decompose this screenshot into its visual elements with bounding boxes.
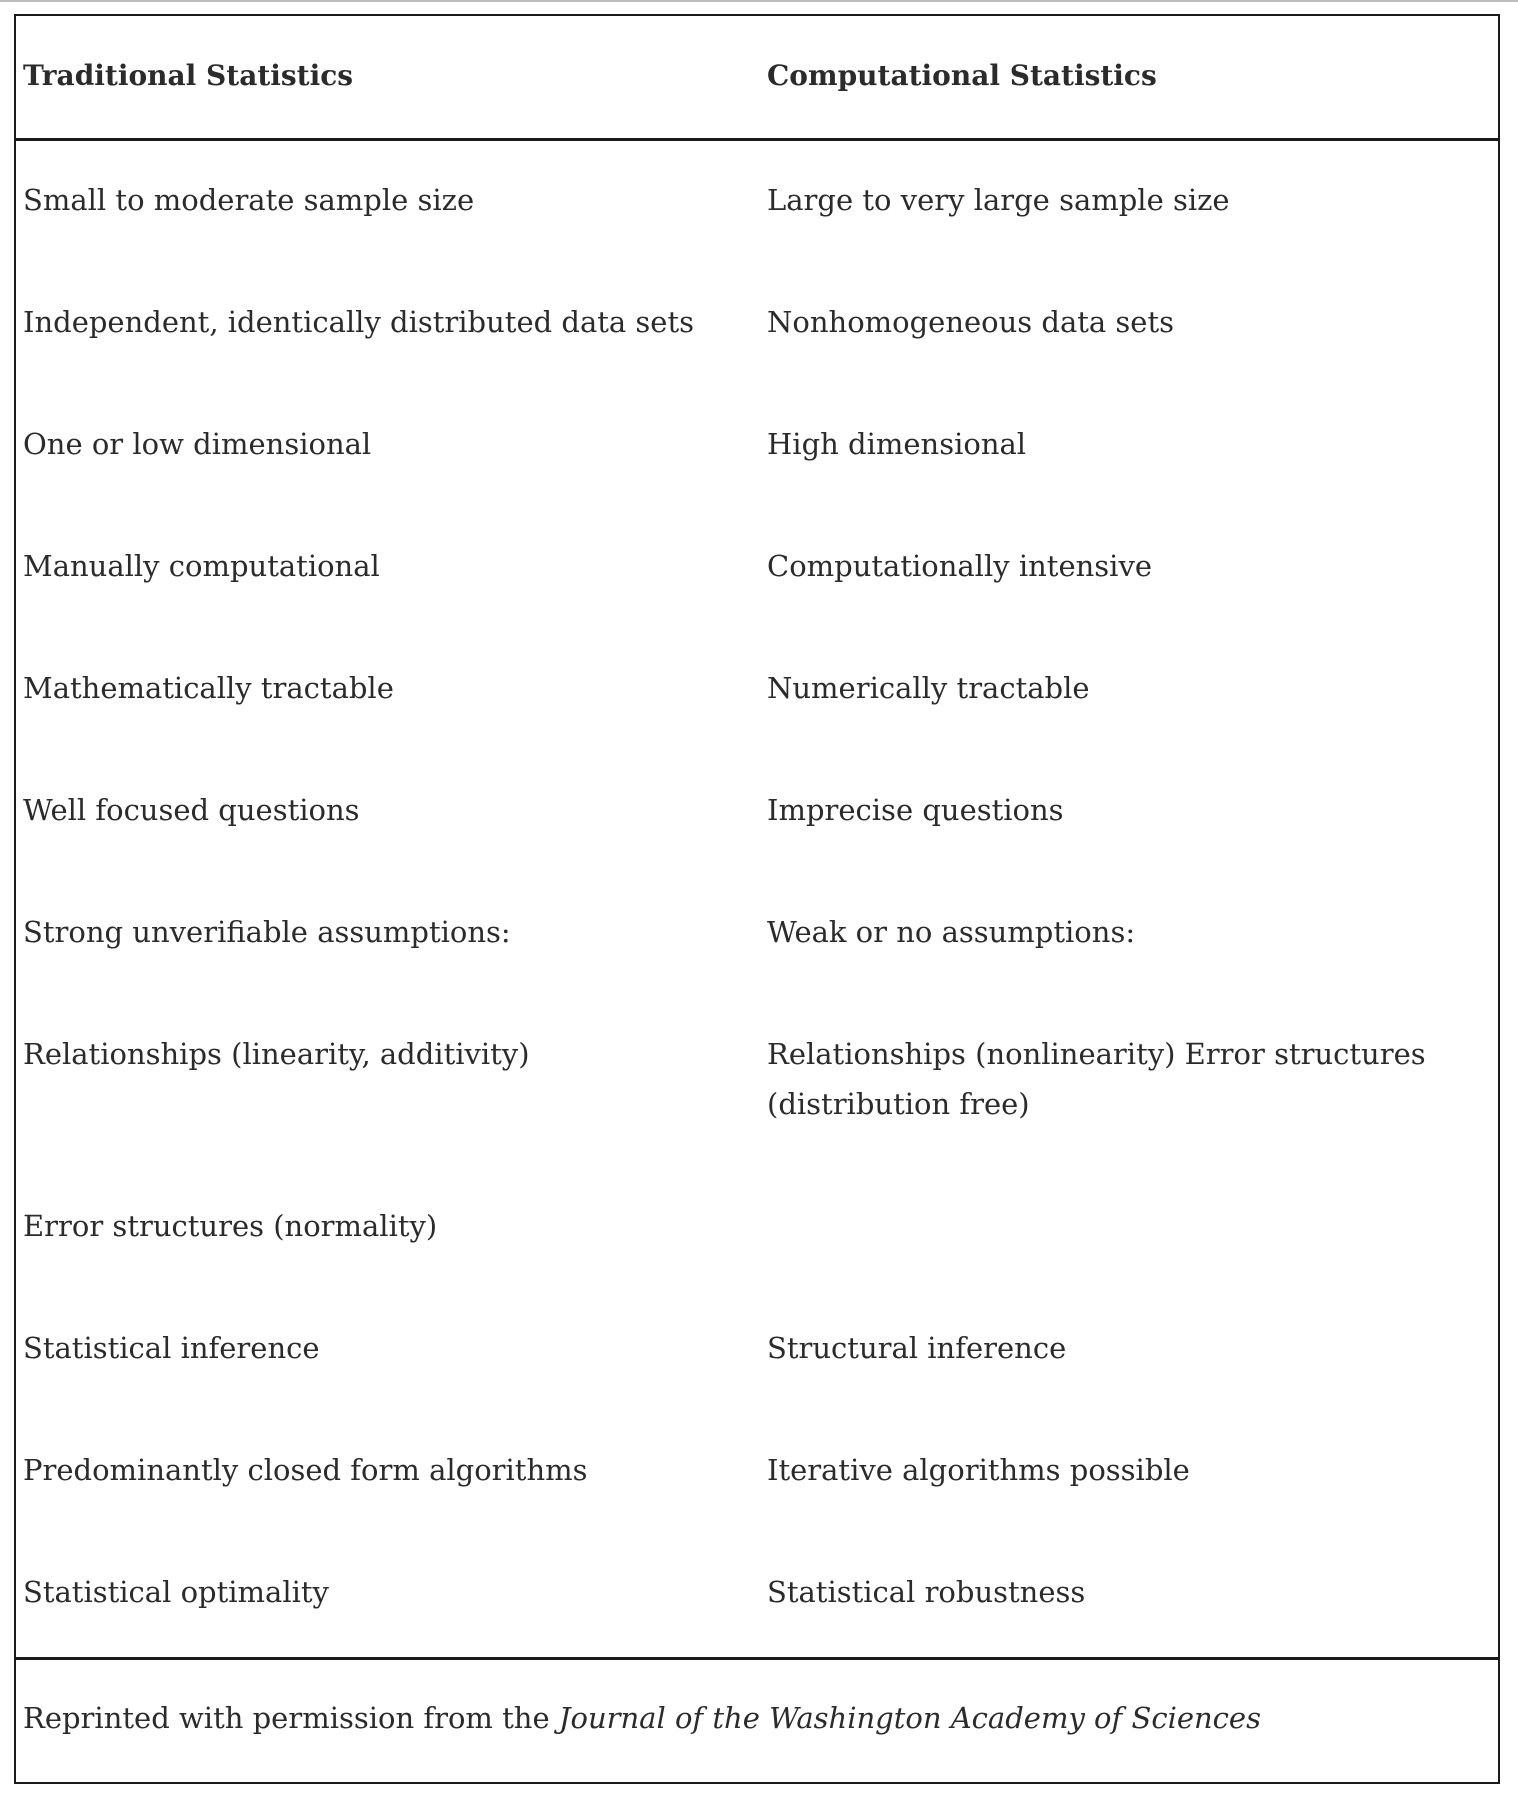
cell-computational: Weak or no assumptions: <box>767 915 1136 949</box>
footer-source: Journal of the Washington Academy of Sci… <box>558 1701 1261 1735</box>
table-footer-note: Reprinted with permission from the Journ… <box>23 1693 1261 1743</box>
cell-computational: Numerically tractable <box>767 671 1090 705</box>
cell-traditional: Strong unverifiable assumptions: <box>23 915 511 949</box>
cell-traditional: Small to moderate sample size <box>23 183 475 217</box>
header-traditional: Traditional Statistics <box>23 59 354 92</box>
footer-divider <box>16 1657 1498 1660</box>
comparison-table: Traditional Statistics Computational Sta… <box>14 14 1500 1784</box>
cell-computational: Relationships (nonlinearity) Error struc… <box>767 1037 1426 1121</box>
cell-traditional: Relationships (linearity, additivity) <box>23 1037 530 1071</box>
cell-traditional: Manually computational <box>23 549 380 583</box>
cell-computational: Nonhomogeneous data sets <box>767 305 1175 339</box>
cell-traditional: Predominantly closed form algorithms <box>23 1453 588 1487</box>
cell-computational: Large to very large sample size <box>767 183 1230 217</box>
cell-traditional: One or low dimensional <box>23 427 372 461</box>
cell-traditional: Mathematically tractable <box>23 671 394 705</box>
cell-traditional: Statistical optimality <box>23 1575 329 1609</box>
cell-traditional: Statistical inference <box>23 1331 320 1365</box>
cell-traditional: Error structures (normality) <box>23 1209 438 1243</box>
top-rule <box>0 0 1518 2</box>
cell-traditional: Independent, identically distributed dat… <box>23 305 694 339</box>
cell-computational: High dimensional <box>767 427 1027 461</box>
footer-prefix: Reprinted with permission from the <box>23 1701 559 1735</box>
table-header: Traditional Statistics Computational Sta… <box>16 16 1498 141</box>
cell-computational: Imprecise questions <box>767 793 1064 827</box>
cell-computational: Statistical robustness <box>767 1575 1086 1609</box>
cell-computational: Iterative algorithms possible <box>767 1453 1190 1487</box>
cell-computational: Computationally intensive <box>767 549 1152 583</box>
header-computational: Computational Statistics <box>767 59 1157 92</box>
cell-computational: Structural inference <box>767 1331 1067 1365</box>
cell-traditional: Well focused questions <box>23 793 360 827</box>
